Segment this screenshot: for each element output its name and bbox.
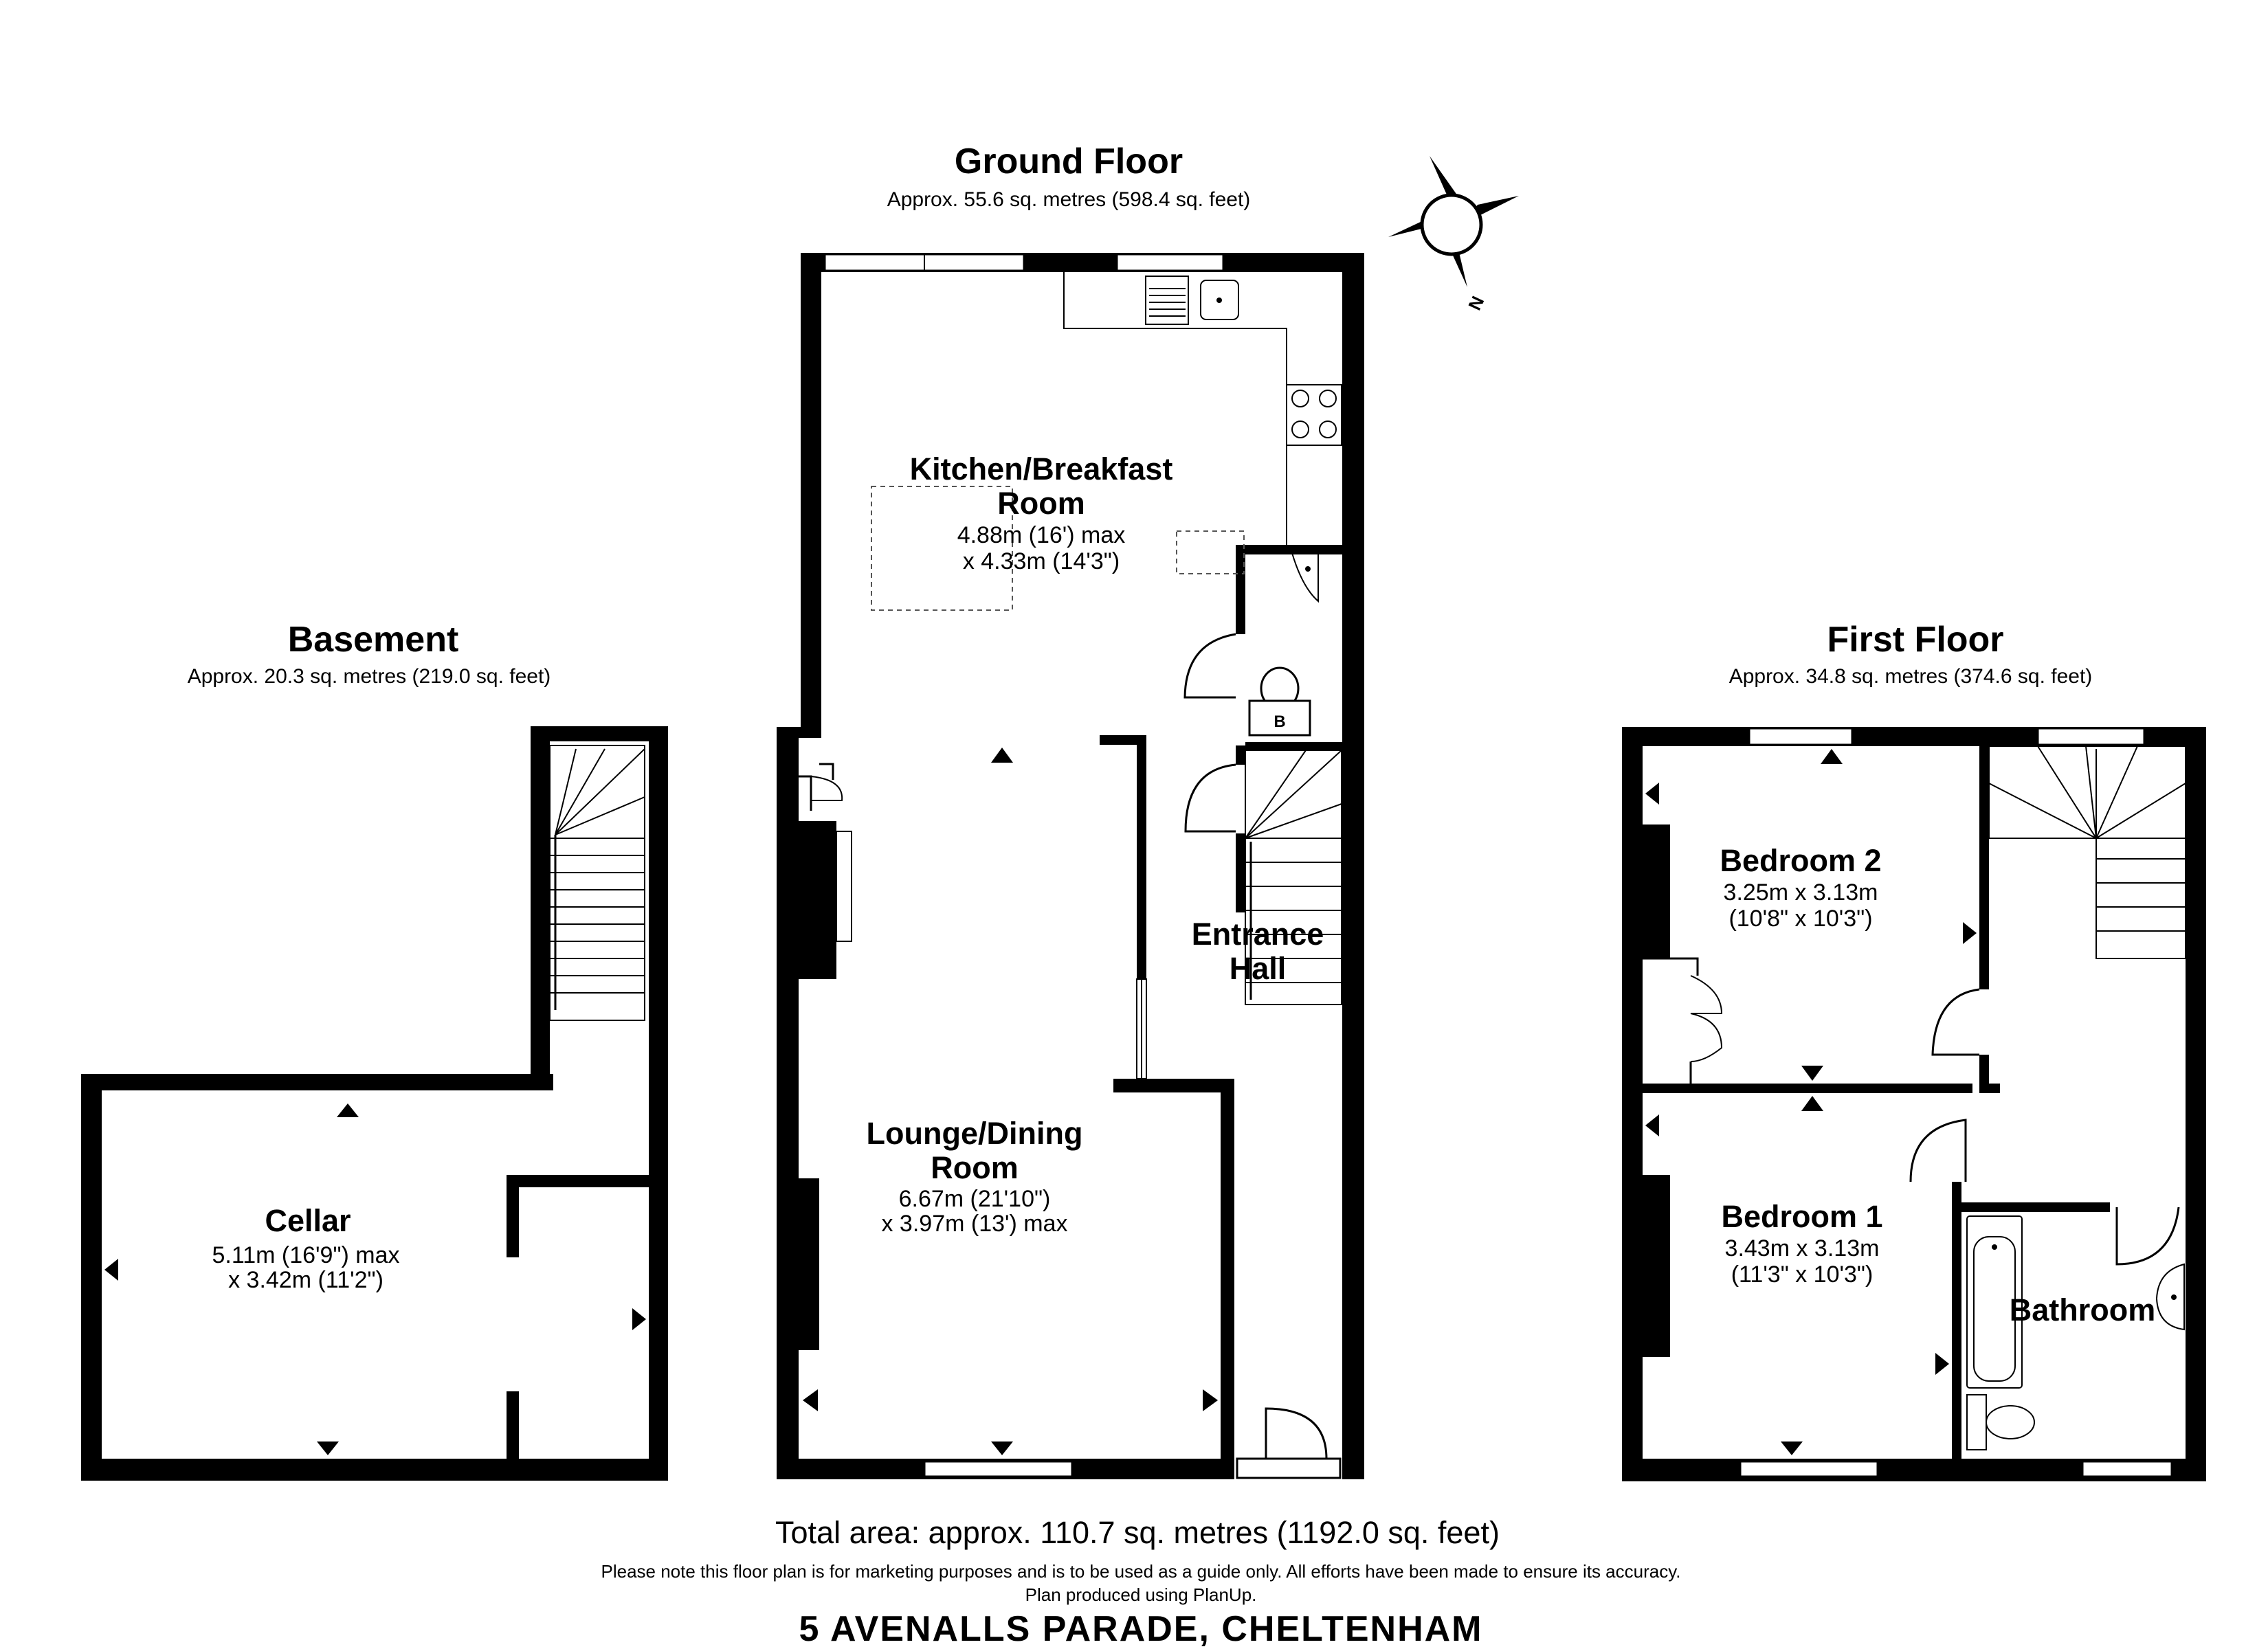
ground-floor-heading: Ground Floor Approx. 55.6 sq. metres (59…: [887, 142, 1251, 211]
boiler-label: B: [1274, 713, 1285, 731]
cellar-dim-1: 5.11m (16'9") max: [212, 1242, 399, 1268]
total-area: Total area: approx. 110.7 sq. metres (11…: [775, 1515, 1500, 1550]
cellar-dim-2: x 3.42m (11'2"): [228, 1267, 383, 1293]
kitchen-label-2: Room: [997, 486, 1085, 521]
bedroom1-label: Bedroom 1: [1721, 1199, 1882, 1234]
ground-floor-plan: B: [777, 253, 1364, 1479]
ground-floor-title: Ground Floor: [955, 142, 1183, 181]
bedroom2-dim-1: 3.25m x 3.13m: [1724, 879, 1878, 906]
lounge-dim-1: 6.67m (21'10"): [899, 1186, 1051, 1212]
lounge-label-1: Lounge/Dining: [867, 1116, 1083, 1151]
bedroom2-label: Bedroom 2: [1720, 843, 1881, 878]
first-floor-title: First Floor: [1827, 620, 2003, 660]
first-floor-plan: Bedroom 2 3.25m x 3.13m (10'8" x 10'3") …: [1622, 727, 2206, 1481]
first-floor-staircase: [1988, 745, 2186, 959]
lounge-dim-2: x 3.97m (13') max: [881, 1211, 1067, 1237]
cellar-label: Cellar: [265, 1203, 351, 1238]
basement-heading: Basement Approx. 20.3 sq. metres (219.0 …: [188, 620, 551, 688]
disclaimer-note: Please note this floor plan is for marke…: [601, 1561, 1680, 1582]
bathroom-label: Bathroom: [2010, 1292, 2156, 1327]
basement-staircase: [549, 745, 645, 1021]
lounge-label-2: Room: [931, 1150, 1019, 1185]
kitchen-worktop: [1063, 272, 1342, 546]
hall-label-2: Hall: [1230, 951, 1287, 986]
ground-floor-area: Approx. 55.6 sq. metres (598.4 sq. feet): [887, 188, 1251, 211]
bedroom1-dim-2: (11'3" x 10'3"): [1731, 1261, 1874, 1288]
compass-north-label: N: [1464, 293, 1488, 313]
kitchen-label-1: Kitchen/Breakfast: [910, 451, 1173, 486]
kitchen-dim-1: 4.88m (16') max: [957, 522, 1126, 548]
first-floor-heading: First Floor Approx. 34.8 sq. metres (374…: [1729, 620, 2093, 688]
lounge-window: [923, 1460, 1074, 1478]
bedroom2-dim-2: (10'8" x 10'3"): [1728, 906, 1872, 932]
basement-plan: Cellar 5.11m (16'9") max x 3.42m (11'2"): [81, 726, 668, 1481]
bedroom1-dim-1: 3.43m x 3.13m: [1725, 1235, 1880, 1261]
footer: Total area: approx. 110.7 sq. metres (11…: [601, 1515, 1680, 1649]
property-address: 5 AVENALLS PARADE, CHELTENHAM: [799, 1609, 1483, 1649]
basement-area: Approx. 20.3 sq. metres (219.0 sq. feet): [188, 665, 551, 688]
first-floor-area: Approx. 34.8 sq. metres (374.6 sq. feet): [1729, 665, 2093, 688]
kitchen-window-right: [1115, 253, 1225, 272]
ground-floor-staircase: [1245, 750, 1342, 1005]
hall-label-1: Entrance: [1192, 917, 1324, 952]
planup-note: Plan produced using PlanUp.: [1025, 1584, 1257, 1605]
kitchen-dim-2: x 4.33m (14'3"): [963, 548, 1120, 574]
basement-title: Basement: [288, 620, 459, 660]
compass-icon: N: [1388, 156, 1519, 313]
